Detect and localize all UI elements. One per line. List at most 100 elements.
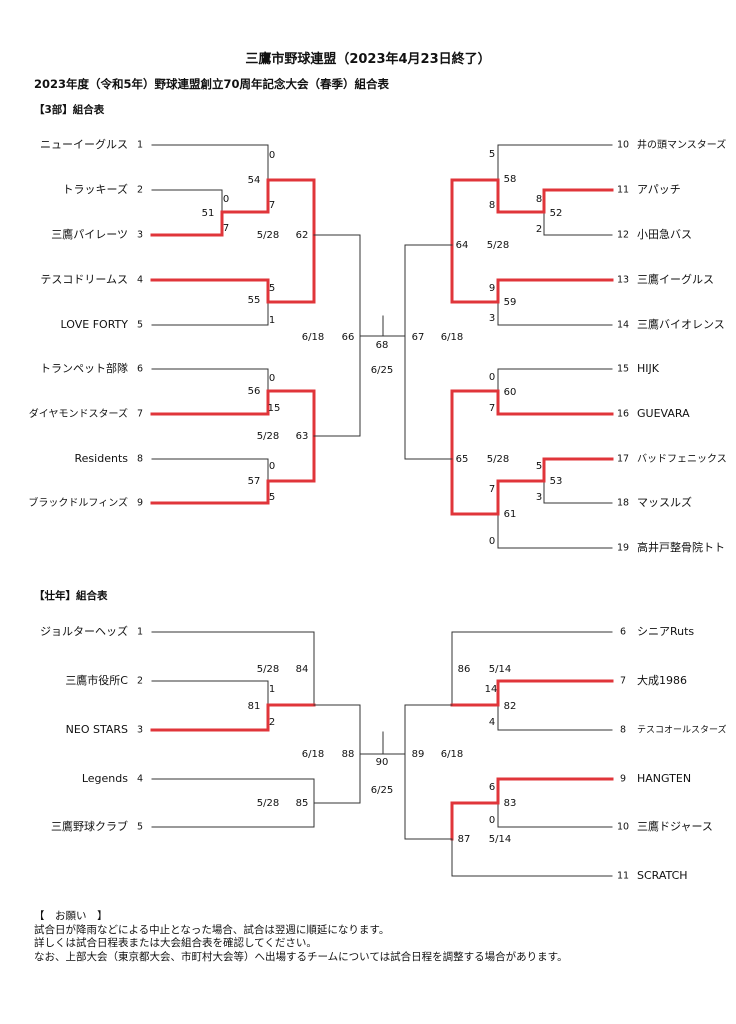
winner-path (450, 178, 500, 247)
score: 0 (489, 372, 495, 383)
score: 15 (268, 403, 281, 414)
bracket-line (497, 368, 613, 392)
game-date: 6/18 (441, 749, 463, 760)
game-number: 60 (504, 387, 517, 398)
team-name: LOVE FORTY (61, 318, 129, 331)
winner-path (542, 188, 614, 214)
bracket-line (497, 704, 613, 731)
team-name: SCRATCH (637, 869, 688, 882)
team-seed: 4 (137, 774, 143, 785)
game-number: 65 (456, 454, 469, 465)
score: 6 (489, 782, 495, 793)
winner-path (496, 278, 614, 304)
winner-path (266, 178, 316, 237)
winner-path (496, 479, 546, 516)
team-name: テスコドリームス (40, 273, 128, 286)
score: 8 (489, 200, 495, 211)
winner-path (450, 801, 500, 841)
game-date: 6/18 (302, 332, 324, 343)
team-seed: 8 (620, 725, 626, 736)
team-seed: 13 (617, 275, 629, 286)
game-date: 5/28 (257, 230, 279, 241)
notes-heading: 【 お願い 】 (34, 910, 108, 922)
bracket-line (313, 335, 361, 437)
team-seed: 15 (617, 364, 629, 375)
page-title: 三鷹市野球連盟（2023年4月23日終了） (245, 52, 491, 67)
notes-block: 【 お願い 】 試合日が降雨などによる中止となった場合、試合は翌週に順延になりま… (34, 910, 568, 964)
bracket-line (151, 189, 223, 213)
game-date: 6/18 (302, 749, 324, 760)
game-date: 6/25 (371, 365, 393, 376)
team-name: テスコオールスターズ (637, 724, 727, 736)
game-number: 88 (342, 749, 355, 760)
section-label-div3: 【3部】組合表 (34, 104, 105, 116)
team-seed: 3 (137, 230, 143, 241)
game-number: 63 (296, 431, 309, 442)
notes-line: 詳しくは試合日程表または大会組合表を確認してください。 (34, 937, 317, 949)
score: 8 (536, 194, 542, 205)
winner-path (150, 479, 270, 505)
bracket-line (313, 753, 361, 804)
team-name: 三鷹イーグルス (637, 272, 714, 286)
game-number: 68 (376, 340, 389, 351)
bracket-line (543, 211, 613, 236)
team-seed: 3 (137, 725, 143, 736)
team-name: シニアRuts (637, 625, 694, 638)
team-name: 三鷹パイレーツ (51, 227, 128, 241)
game-number: 64 (456, 240, 469, 251)
team-seed: 12 (617, 230, 629, 241)
score: 3 (489, 313, 495, 324)
game-number: 90 (376, 757, 389, 768)
score: 4 (489, 717, 495, 728)
score: 14 (485, 684, 498, 695)
team-seed: 1 (137, 140, 143, 151)
game-number: 58 (504, 174, 517, 185)
team-name: 三鷹ドジャース (637, 819, 713, 833)
team-seed: 14 (617, 320, 629, 331)
winner-path (496, 777, 614, 805)
bracket-line (151, 680, 269, 706)
score: 0 (269, 373, 275, 384)
game-number: 83 (504, 798, 517, 809)
winner-path (266, 434, 316, 483)
winner-path (450, 457, 500, 516)
winner-path (450, 243, 500, 304)
game-number: 61 (504, 509, 517, 520)
team-name: HIJK (637, 362, 660, 375)
game-date: 5/28 (487, 454, 509, 465)
team-name: ダイヤモンドスターズ (29, 407, 128, 420)
team-seed: 5 (137, 320, 143, 331)
team-seed: 18 (617, 498, 629, 509)
team-seed: 9 (137, 498, 143, 509)
score: 1 (269, 684, 275, 695)
game-number: 53 (550, 476, 563, 487)
team-seed: 4 (137, 275, 143, 286)
game-date: 5/28 (257, 798, 279, 809)
team-name: トラッキーズ (63, 182, 128, 196)
winner-path (450, 389, 500, 461)
game-date: 5/28 (257, 664, 279, 675)
team-seed: 10 (617, 822, 629, 833)
team-name: 大成1986 (637, 673, 687, 687)
game-date: 6/18 (441, 332, 463, 343)
game-number: 59 (504, 297, 517, 308)
winner-path (496, 679, 614, 707)
score: 7 (489, 403, 495, 414)
game-number: 84 (296, 664, 309, 675)
team-name: トランペット部隊 (40, 361, 128, 375)
game-number: 57 (248, 476, 261, 487)
score: 1 (269, 315, 275, 326)
team-seed: 7 (137, 409, 143, 420)
notes-line: 試合日が降雨などによる中止となった場合、試合は翌週に順延になります。 (34, 923, 390, 936)
winner-path (150, 703, 270, 732)
game-number: 51 (202, 208, 215, 219)
team-name: ジョルターヘッズ (40, 624, 128, 638)
bracket-line (497, 144, 613, 181)
team-name: マッスルズ (637, 495, 692, 509)
bracket-line (151, 778, 315, 804)
team-seed: 8 (137, 454, 143, 465)
team-seed: 2 (137, 185, 143, 196)
game-number: 85 (296, 798, 309, 809)
game-number: 67 (412, 332, 425, 343)
